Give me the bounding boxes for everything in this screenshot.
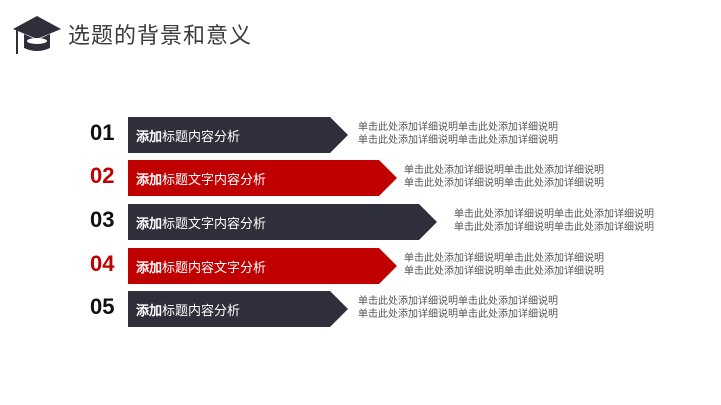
item-title: 标题内容分析 — [162, 129, 241, 145]
item-number: 03 — [90, 207, 115, 232]
item-title-bold: 添加 — [136, 303, 163, 319]
description-line: 单击此处添加详细说明单击此处添加详细说明 — [404, 253, 604, 264]
description-line: 单击此处添加详细说明单击此处添加详细说明 — [358, 122, 558, 133]
item-description: 单击此处添加详细说明单击此处添加详细说明 单击此处添加详细说明单击此处添加详细说… — [358, 295, 558, 321]
page-title: 选题的背景和意义 — [68, 24, 253, 49]
item-title-bold: 添加 — [136, 260, 163, 276]
item-title-arrow[interactable]: 添加标题内容分析 — [128, 117, 348, 153]
description-line: 单击此处添加详细说明单击此处添加详细说明 — [404, 165, 604, 176]
list-item: 02 添加标题文字内容分析 单击此处添加详细说明单击此处添加详细说明 单击此处添… — [0, 160, 721, 196]
item-title-bold: 添加 — [136, 129, 163, 145]
list-item: 04 添加标题内容文字分析 单击此处添加详细说明单击此处添加详细说明 单击此处添… — [0, 248, 721, 284]
list-item: 03 添加标题文字内容分析 单击此处添加详细说明单击此处添加详细说明 单击此处添… — [0, 204, 721, 240]
item-description: 单击此处添加详细说明单击此处添加详细说明 单击此处添加详细说明单击此处添加详细说… — [404, 164, 604, 190]
item-title: 标题内容分析 — [162, 303, 241, 319]
graduation-cap-icon — [13, 16, 61, 54]
list-item: 01 添加标题内容分析 单击此处添加详细说明单击此处添加详细说明 单击此处添加详… — [0, 117, 721, 153]
description-line: 单击此处添加详细说明单击此处添加详细说明 — [404, 178, 604, 189]
description-line: 单击此处添加详细说明单击此处添加详细说明 — [454, 222, 654, 233]
item-description: 单击此处添加详细说明单击此处添加详细说明 单击此处添加详细说明单击此处添加详细说… — [404, 252, 604, 278]
item-description: 单击此处添加详细说明单击此处添加详细说明 单击此处添加详细说明单击此处添加详细说… — [358, 121, 558, 147]
description-line: 单击此处添加详细说明单击此处添加详细说明 — [404, 266, 604, 277]
item-title-bold: 添加 — [136, 216, 163, 232]
item-title: 标题文字内容分析 — [162, 216, 267, 232]
item-number: 04 — [90, 251, 115, 276]
description-line: 单击此处添加详细说明单击此处添加详细说明 — [358, 135, 558, 146]
item-title-arrow[interactable]: 添加标题文字内容分析 — [128, 160, 397, 196]
item-title: 标题文字内容分析 — [162, 172, 267, 188]
item-title-arrow[interactable]: 添加标题内容分析 — [128, 291, 348, 327]
list-item: 05 添加标题内容分析 单击此处添加详细说明单击此处添加详细说明 单击此处添加详… — [0, 291, 721, 327]
description-line: 单击此处添加详细说明单击此处添加详细说明 — [358, 296, 558, 307]
description-line: 单击此处添加详细说明单击此处添加详细说明 — [454, 209, 654, 220]
description-line: 单击此处添加详细说明单击此处添加详细说明 — [358, 309, 558, 320]
item-number: 05 — [90, 294, 115, 319]
item-description: 单击此处添加详细说明单击此处添加详细说明 单击此处添加详细说明单击此处添加详细说… — [454, 208, 654, 234]
item-title-bold: 添加 — [136, 172, 163, 188]
item-title: 标题内容文字分析 — [162, 260, 267, 276]
item-title-arrow[interactable]: 添加标题内容文字分析 — [128, 248, 397, 284]
item-number: 01 — [90, 120, 115, 145]
item-number: 02 — [90, 163, 115, 188]
item-title-arrow[interactable]: 添加标题文字内容分析 — [128, 204, 437, 240]
